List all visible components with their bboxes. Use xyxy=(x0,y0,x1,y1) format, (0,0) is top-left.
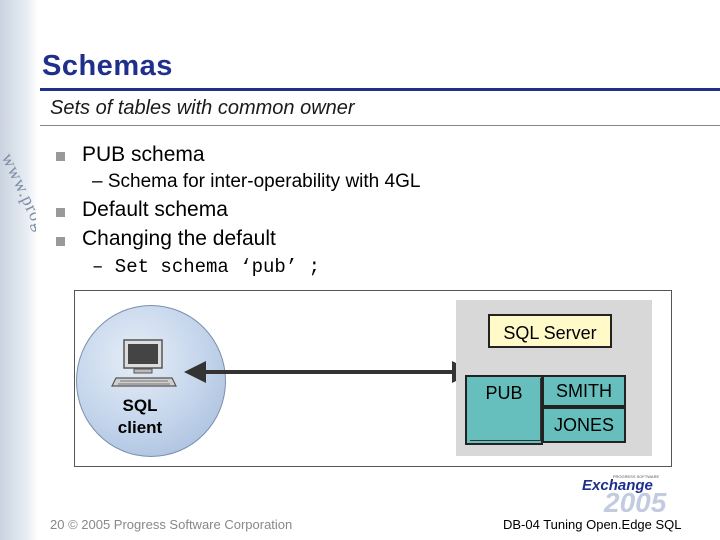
side-watermark-text: www.progress.com xyxy=(2,150,36,299)
slide-title: Schemas xyxy=(42,50,173,82)
sub-bullet-set-schema: – Set schema ‘pub’ ; xyxy=(92,256,321,278)
bullet-marker xyxy=(56,208,65,217)
bullet-marker xyxy=(56,152,65,161)
sql-server-label: SQL Server xyxy=(488,314,612,348)
schema-pub-inner-border xyxy=(470,378,541,441)
sql-client-label: SQL client xyxy=(100,395,180,439)
connection-arrow xyxy=(184,361,474,383)
slide-subtitle: Sets of tables with common owner xyxy=(50,97,355,119)
logo-year: 2005 xyxy=(603,487,667,512)
left-decorative-strip xyxy=(0,0,38,540)
logo-word: Exchange xyxy=(582,477,653,494)
subtitle-underline xyxy=(40,125,720,126)
footer-session: DB-04 Tuning Open.Edge SQL xyxy=(503,517,682,532)
bullet-default-schema: Default schema xyxy=(82,198,228,221)
logo-small-text: PROGRESS SOFTWARE xyxy=(613,474,660,479)
title-underline xyxy=(40,88,720,91)
footer-copyright: 20 © 2005 Progress Software Corporation xyxy=(50,517,293,532)
bullet-marker xyxy=(56,237,65,246)
bullet-pub-schema: PUB schema xyxy=(82,143,205,166)
schema-smith: SMITH xyxy=(542,375,626,407)
side-watermark: www.progress.com xyxy=(2,150,36,390)
client-label-line2: client xyxy=(117,418,163,437)
bullet-changing-default: Changing the default xyxy=(82,227,276,250)
sub-bullet-interop: – Schema for inter-operability with 4GL xyxy=(92,171,421,192)
schema-pub-label: PUB xyxy=(485,383,523,403)
exchange-2005-logo: PROGRESS SOFTWARE 2005 Exchange xyxy=(582,474,667,512)
schema-pub: PUB xyxy=(465,375,543,445)
schema-jones: JONES xyxy=(542,407,626,443)
client-label-line1: SQL xyxy=(122,396,158,415)
computer-icon xyxy=(111,339,177,387)
